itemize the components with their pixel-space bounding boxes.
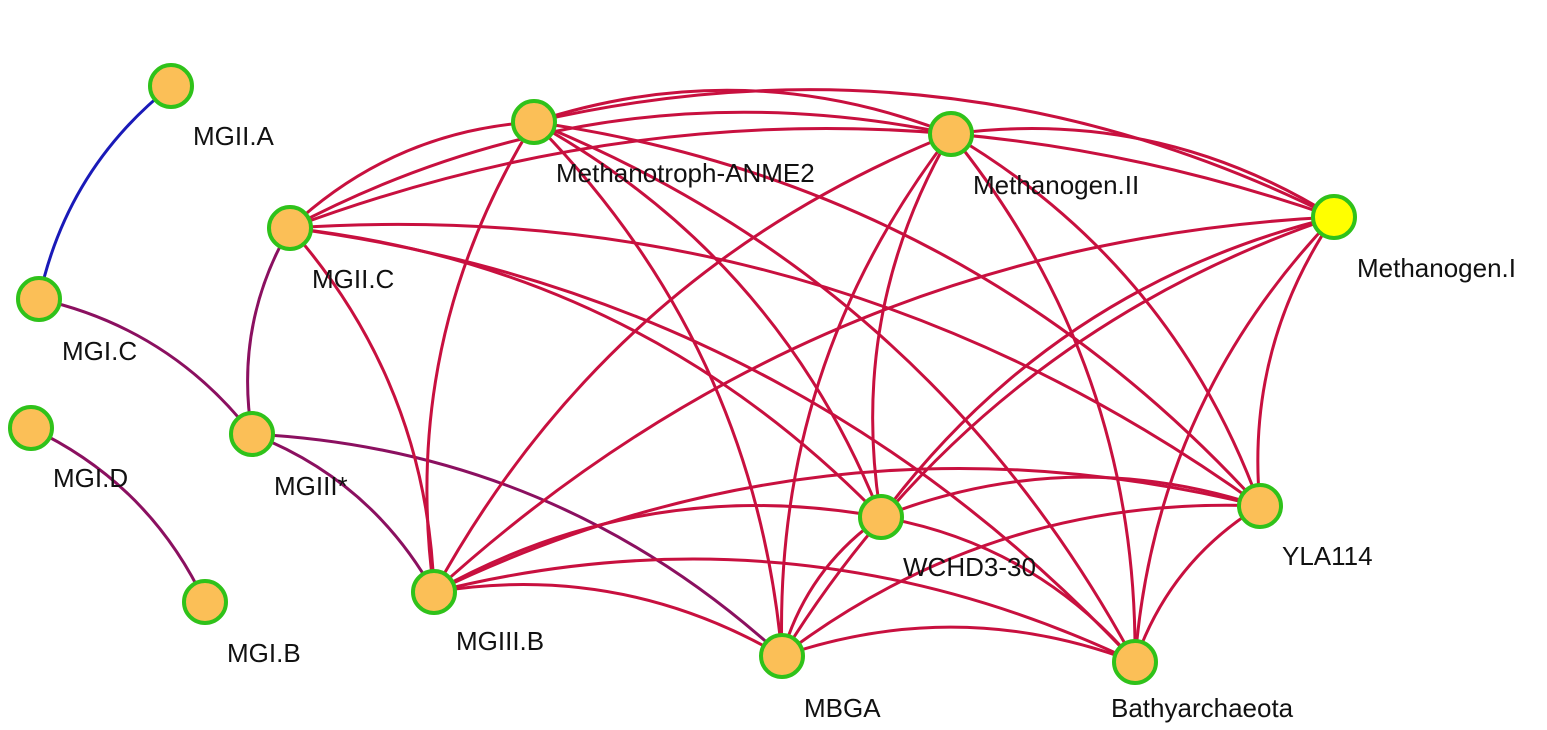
node-label-mgiii: MGIII* (274, 471, 348, 501)
edge-mgiia-mgic (37, 84, 172, 300)
node-mgiii[interactable] (229, 411, 275, 457)
edge-mgiiib-yla114 (433, 466, 1261, 594)
node-yla114[interactable] (1237, 483, 1283, 529)
node-label-methii: Methanogen.II (973, 170, 1139, 200)
node-mgiic[interactable] (267, 205, 313, 251)
edge-methi-mgiiib (432, 215, 1335, 594)
node-mgiiib[interactable] (411, 569, 457, 615)
edge-methii-mbga (780, 133, 953, 657)
node-mbga[interactable] (759, 633, 805, 679)
edge-mbga-bathy (781, 625, 1136, 664)
node-label-mbga: MBGA (804, 693, 881, 723)
node-mgic[interactable] (16, 276, 62, 322)
edge-anme2-methi (533, 88, 1335, 219)
edge-anme2-mgiiib (425, 121, 536, 593)
edge-mgiic-anme2 (288, 120, 535, 230)
edge-mgiic-methi (289, 126, 1335, 230)
edge-methii-wchd3-30 (871, 133, 953, 518)
edge-methii-methi (950, 127, 1335, 219)
node-label-mgiia: MGII.A (193, 121, 275, 151)
edge-layer (30, 84, 1336, 664)
edge-mgiiib-bathy (433, 557, 1136, 664)
edge-mgiic-yla114 (289, 222, 1261, 508)
node-methii[interactable] (928, 111, 974, 157)
edge-mgiiib-wchd3-30 (433, 504, 882, 594)
node-mgib[interactable] (182, 579, 228, 625)
edge-mgiii-mgiic (246, 227, 292, 435)
edge-mgiiib-mbga (433, 583, 783, 658)
edge-anme2-yla114 (533, 120, 1262, 508)
node-anme2[interactable] (511, 99, 557, 145)
node-wchd330[interactable] (858, 494, 904, 540)
node-mgid[interactable] (8, 405, 54, 451)
edge-mgiii-mbga (251, 432, 784, 658)
edge-wchd3-30-yla114 (880, 475, 1261, 519)
edge-mgid-mgib (30, 426, 207, 603)
edge-anme2-mbga (532, 120, 784, 657)
node-label-bathy: Bathyarchaeota (1111, 693, 1294, 723)
node-label-mgib: MGI.B (227, 638, 301, 668)
edge-anme2-bathy (533, 120, 1137, 663)
edge-mgiii-mgiiib (251, 432, 436, 593)
edge-anme2-wchd3-30 (533, 120, 883, 518)
edge-methi-bathy (1133, 215, 1336, 663)
node-methi[interactable] (1311, 194, 1357, 240)
edge-methii-mgiiib (432, 132, 952, 593)
node-label-mgiic: MGII.C (312, 264, 394, 294)
edge-methi-yla114 (1256, 216, 1336, 507)
node-label-mgic: MGI.C (62, 336, 137, 366)
node-bathy[interactable] (1112, 639, 1158, 685)
edge-wchd3-30-bathy (880, 515, 1137, 663)
node-label-anme2: Methanotroph-ANME2 (556, 158, 815, 188)
node-mgiia[interactable] (148, 63, 194, 109)
edge-yla114-mbga (781, 503, 1261, 658)
node-label-mgiiib: MGIII.B (456, 626, 544, 656)
edge-mgiic-methii (289, 110, 952, 230)
node-layer (8, 63, 1357, 685)
edge-mgic-mgiii (38, 297, 254, 435)
node-label-wchd330: WCHD3-30 (903, 552, 1036, 582)
edge-yla114-bathy (1133, 504, 1261, 663)
node-label-mgid: MGI.D (53, 463, 128, 493)
edge-anme2-methii (533, 88, 952, 136)
edge-methi-wchd3-30 (879, 215, 1335, 518)
node-label-methi: Methanogen.I (1357, 253, 1516, 283)
edge-methii-bathy (949, 133, 1137, 663)
label-layer: MGII.A MGI.C MGI.D MGI.B MGII.C MGIII* MGIII.B… (53, 121, 1516, 723)
node-label-yla114: YLA114 (1282, 541, 1373, 571)
